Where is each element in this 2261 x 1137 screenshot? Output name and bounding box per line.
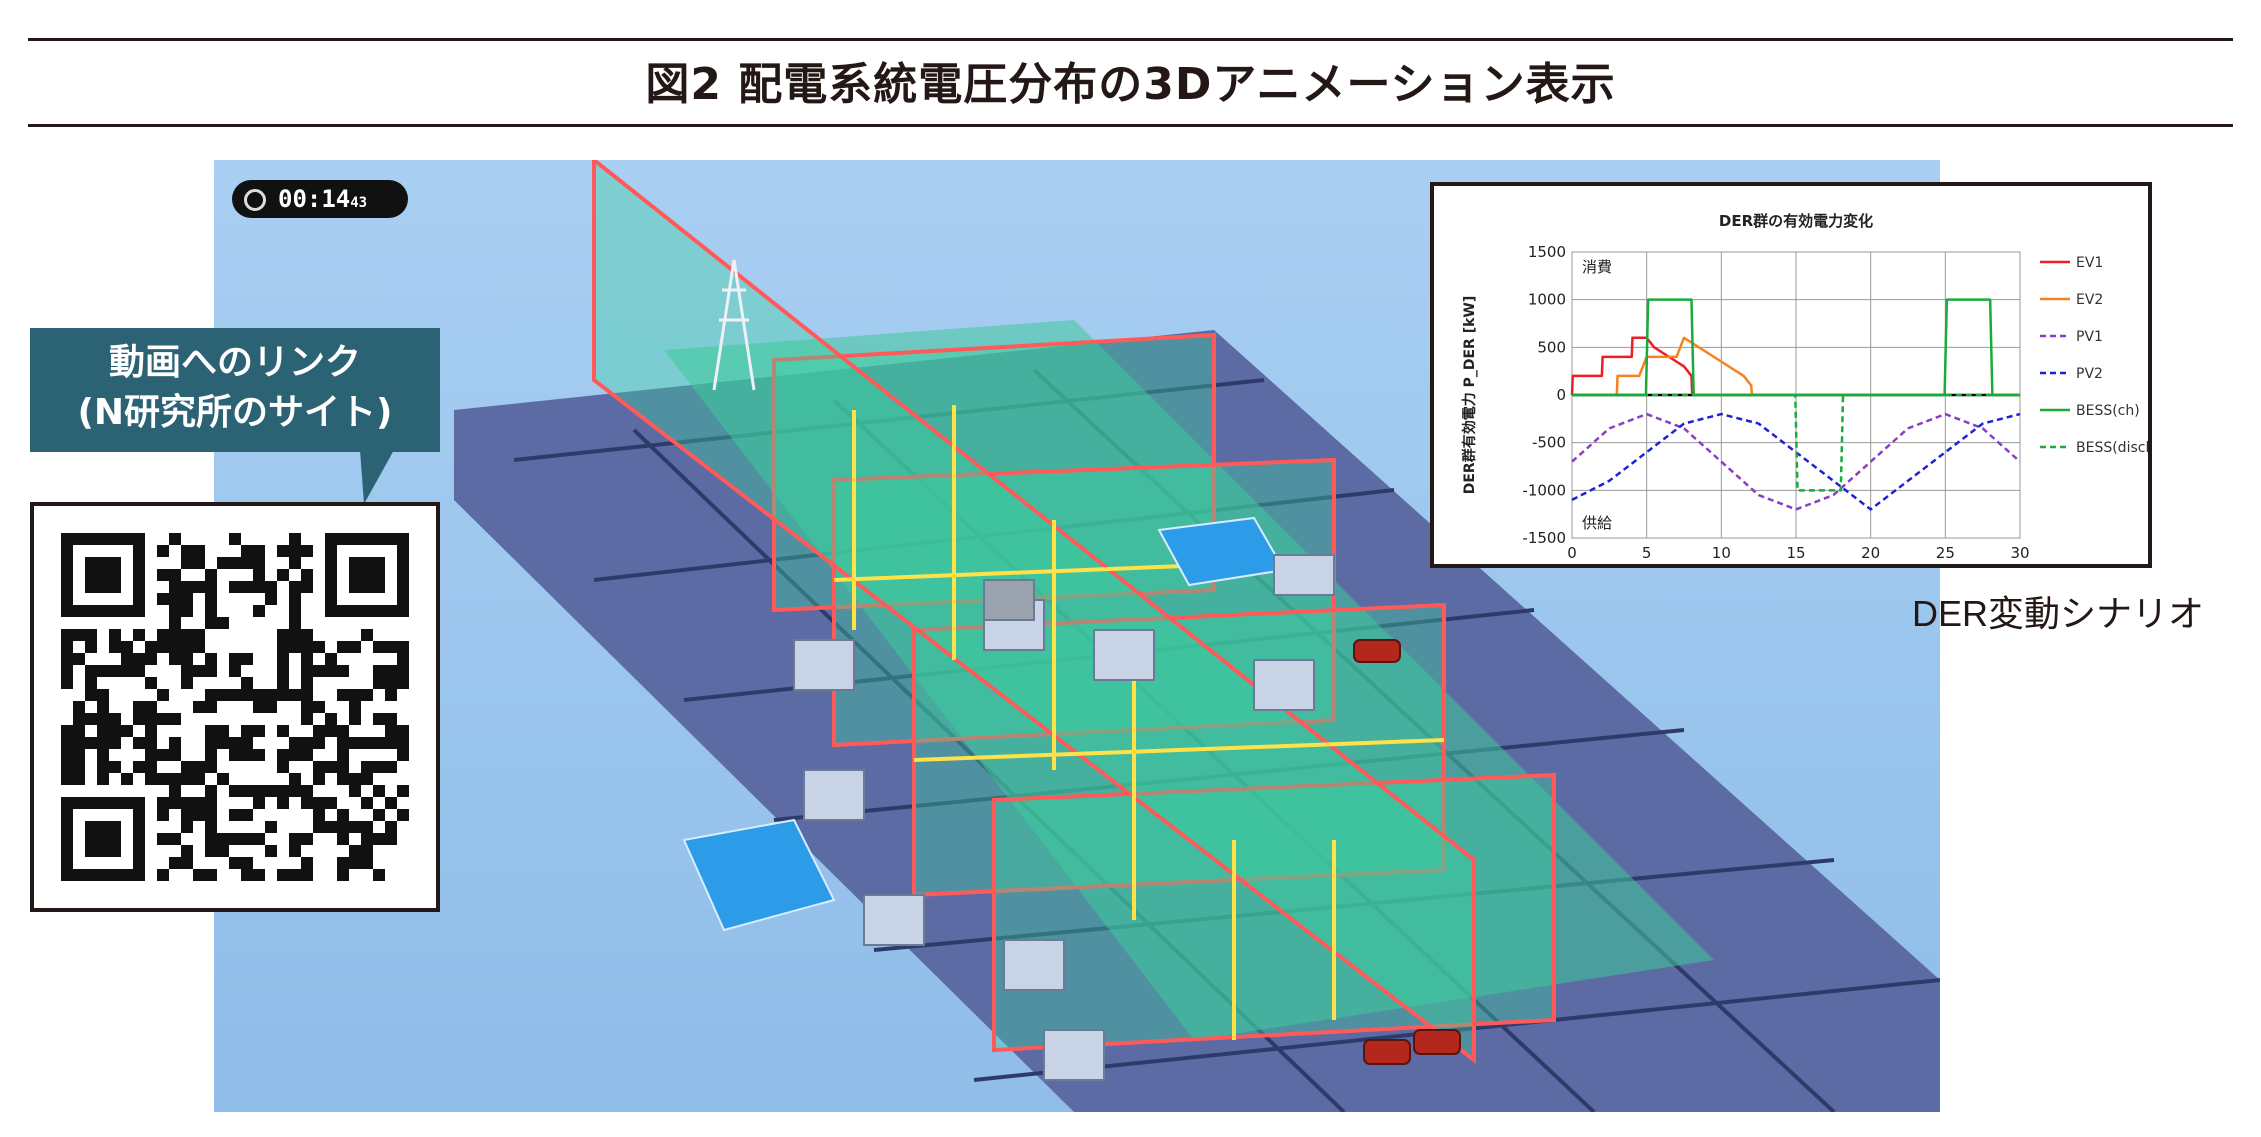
qr-modules bbox=[61, 533, 409, 881]
pv-panels bbox=[682, 516, 1286, 932]
y-tick-label: 0 bbox=[1556, 386, 1566, 404]
x-tick-label: 10 bbox=[1712, 544, 1731, 562]
buildings bbox=[793, 554, 1335, 1081]
legend-label: BESS(disch) bbox=[2076, 440, 2148, 456]
qr-finder bbox=[61, 533, 145, 617]
x-tick-label: 5 bbox=[1642, 544, 1652, 562]
video-link-site: (N研究所のサイト) bbox=[77, 392, 393, 433]
x-tick-label: 0 bbox=[1567, 544, 1577, 562]
legend-label: BESS(ch) bbox=[2076, 403, 2140, 419]
y-tick-label: 500 bbox=[1537, 338, 1566, 356]
legend-label: PV2 bbox=[2076, 366, 2103, 382]
y-tick-label: 1000 bbox=[1528, 291, 1566, 309]
annotation-supply: 供給 bbox=[1582, 514, 1612, 532]
video-link-banner: 動画へのリンク (N研究所のサイト) bbox=[30, 328, 440, 452]
timer-main: 00:14 bbox=[278, 185, 351, 213]
timer-sub: 43 bbox=[350, 195, 368, 211]
substation-tower bbox=[712, 259, 756, 391]
callout-pointer bbox=[360, 450, 394, 504]
der-scenario-label: DER変動シナリオ bbox=[1912, 593, 2205, 634]
qr-code-box[interactable] bbox=[30, 502, 440, 912]
y-tick-label: -1000 bbox=[1522, 481, 1566, 499]
qr-finder bbox=[61, 797, 145, 881]
y-tick-label: -500 bbox=[1532, 434, 1566, 452]
clock-icon bbox=[244, 189, 266, 211]
legend-label: EV1 bbox=[2076, 255, 2103, 271]
series-line-PV1 bbox=[1571, 412, 2021, 511]
qr-finder bbox=[325, 533, 409, 617]
y-tick-label: 1500 bbox=[1528, 243, 1566, 261]
video-link-label: 動画へのリンク bbox=[108, 342, 361, 383]
ev-cars bbox=[1353, 639, 1461, 1065]
series-line-BESS(ch) bbox=[1572, 298, 2020, 397]
figure-title: 図2 配電系統電圧分布の3Dアニメーション表示 bbox=[645, 59, 1616, 110]
annotation-consume: 消費 bbox=[1582, 258, 1612, 276]
x-tick-label: 15 bbox=[1786, 544, 1805, 562]
legend-label: PV1 bbox=[2076, 329, 2103, 345]
bottom-rule bbox=[28, 124, 2233, 127]
voltage-floor bbox=[664, 320, 1714, 1040]
y-tick-label: -1500 bbox=[1522, 529, 1566, 547]
series-line-EV1 bbox=[1570, 336, 1694, 396]
top-rule bbox=[28, 38, 2233, 41]
y-axis-label: DER群有効電力 P_DER [kW] bbox=[1461, 296, 1478, 495]
animation-timer: 00:1443 bbox=[232, 180, 408, 218]
x-tick-label: 20 bbox=[1861, 544, 1880, 562]
series-line-BESS(disch) bbox=[1572, 393, 2020, 492]
legend-label: EV2 bbox=[2076, 292, 2103, 308]
chart-title: DER群の有効電力変化 bbox=[1719, 212, 1873, 230]
x-tick-label: 25 bbox=[1936, 544, 1955, 562]
x-tick-label: 30 bbox=[2010, 544, 2029, 562]
qr-code[interactable] bbox=[34, 506, 436, 908]
